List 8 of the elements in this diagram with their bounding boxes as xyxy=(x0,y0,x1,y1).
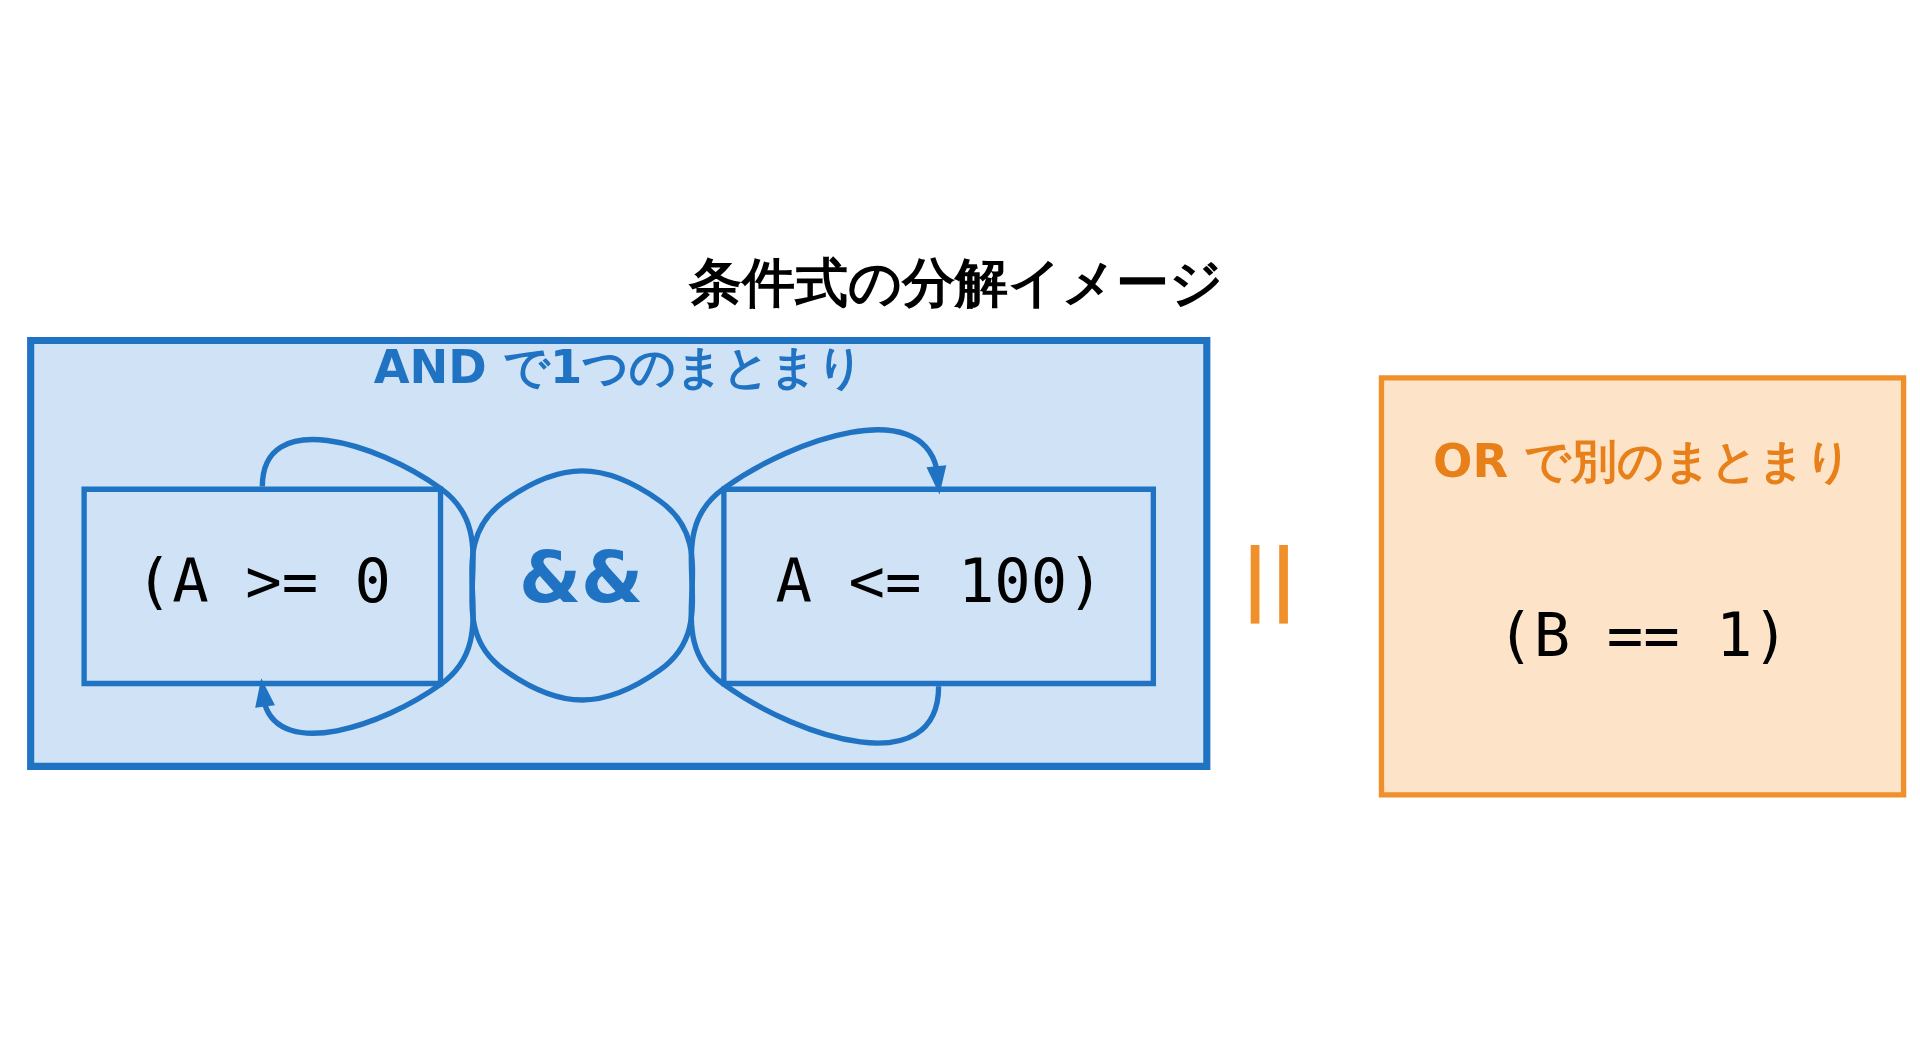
arrow xyxy=(255,468,942,745)
node-box: A <= 100) xyxy=(721,486,1157,686)
label: || xyxy=(1240,531,1298,623)
diagram-title: 条件式の分解イメージ xyxy=(689,250,1224,314)
node-box: (A >= 0 xyxy=(81,486,444,686)
node-box: OR で別のまとまり (B == 1) xyxy=(1378,374,1907,798)
label: && xyxy=(518,535,644,619)
arrow xyxy=(259,426,947,702)
